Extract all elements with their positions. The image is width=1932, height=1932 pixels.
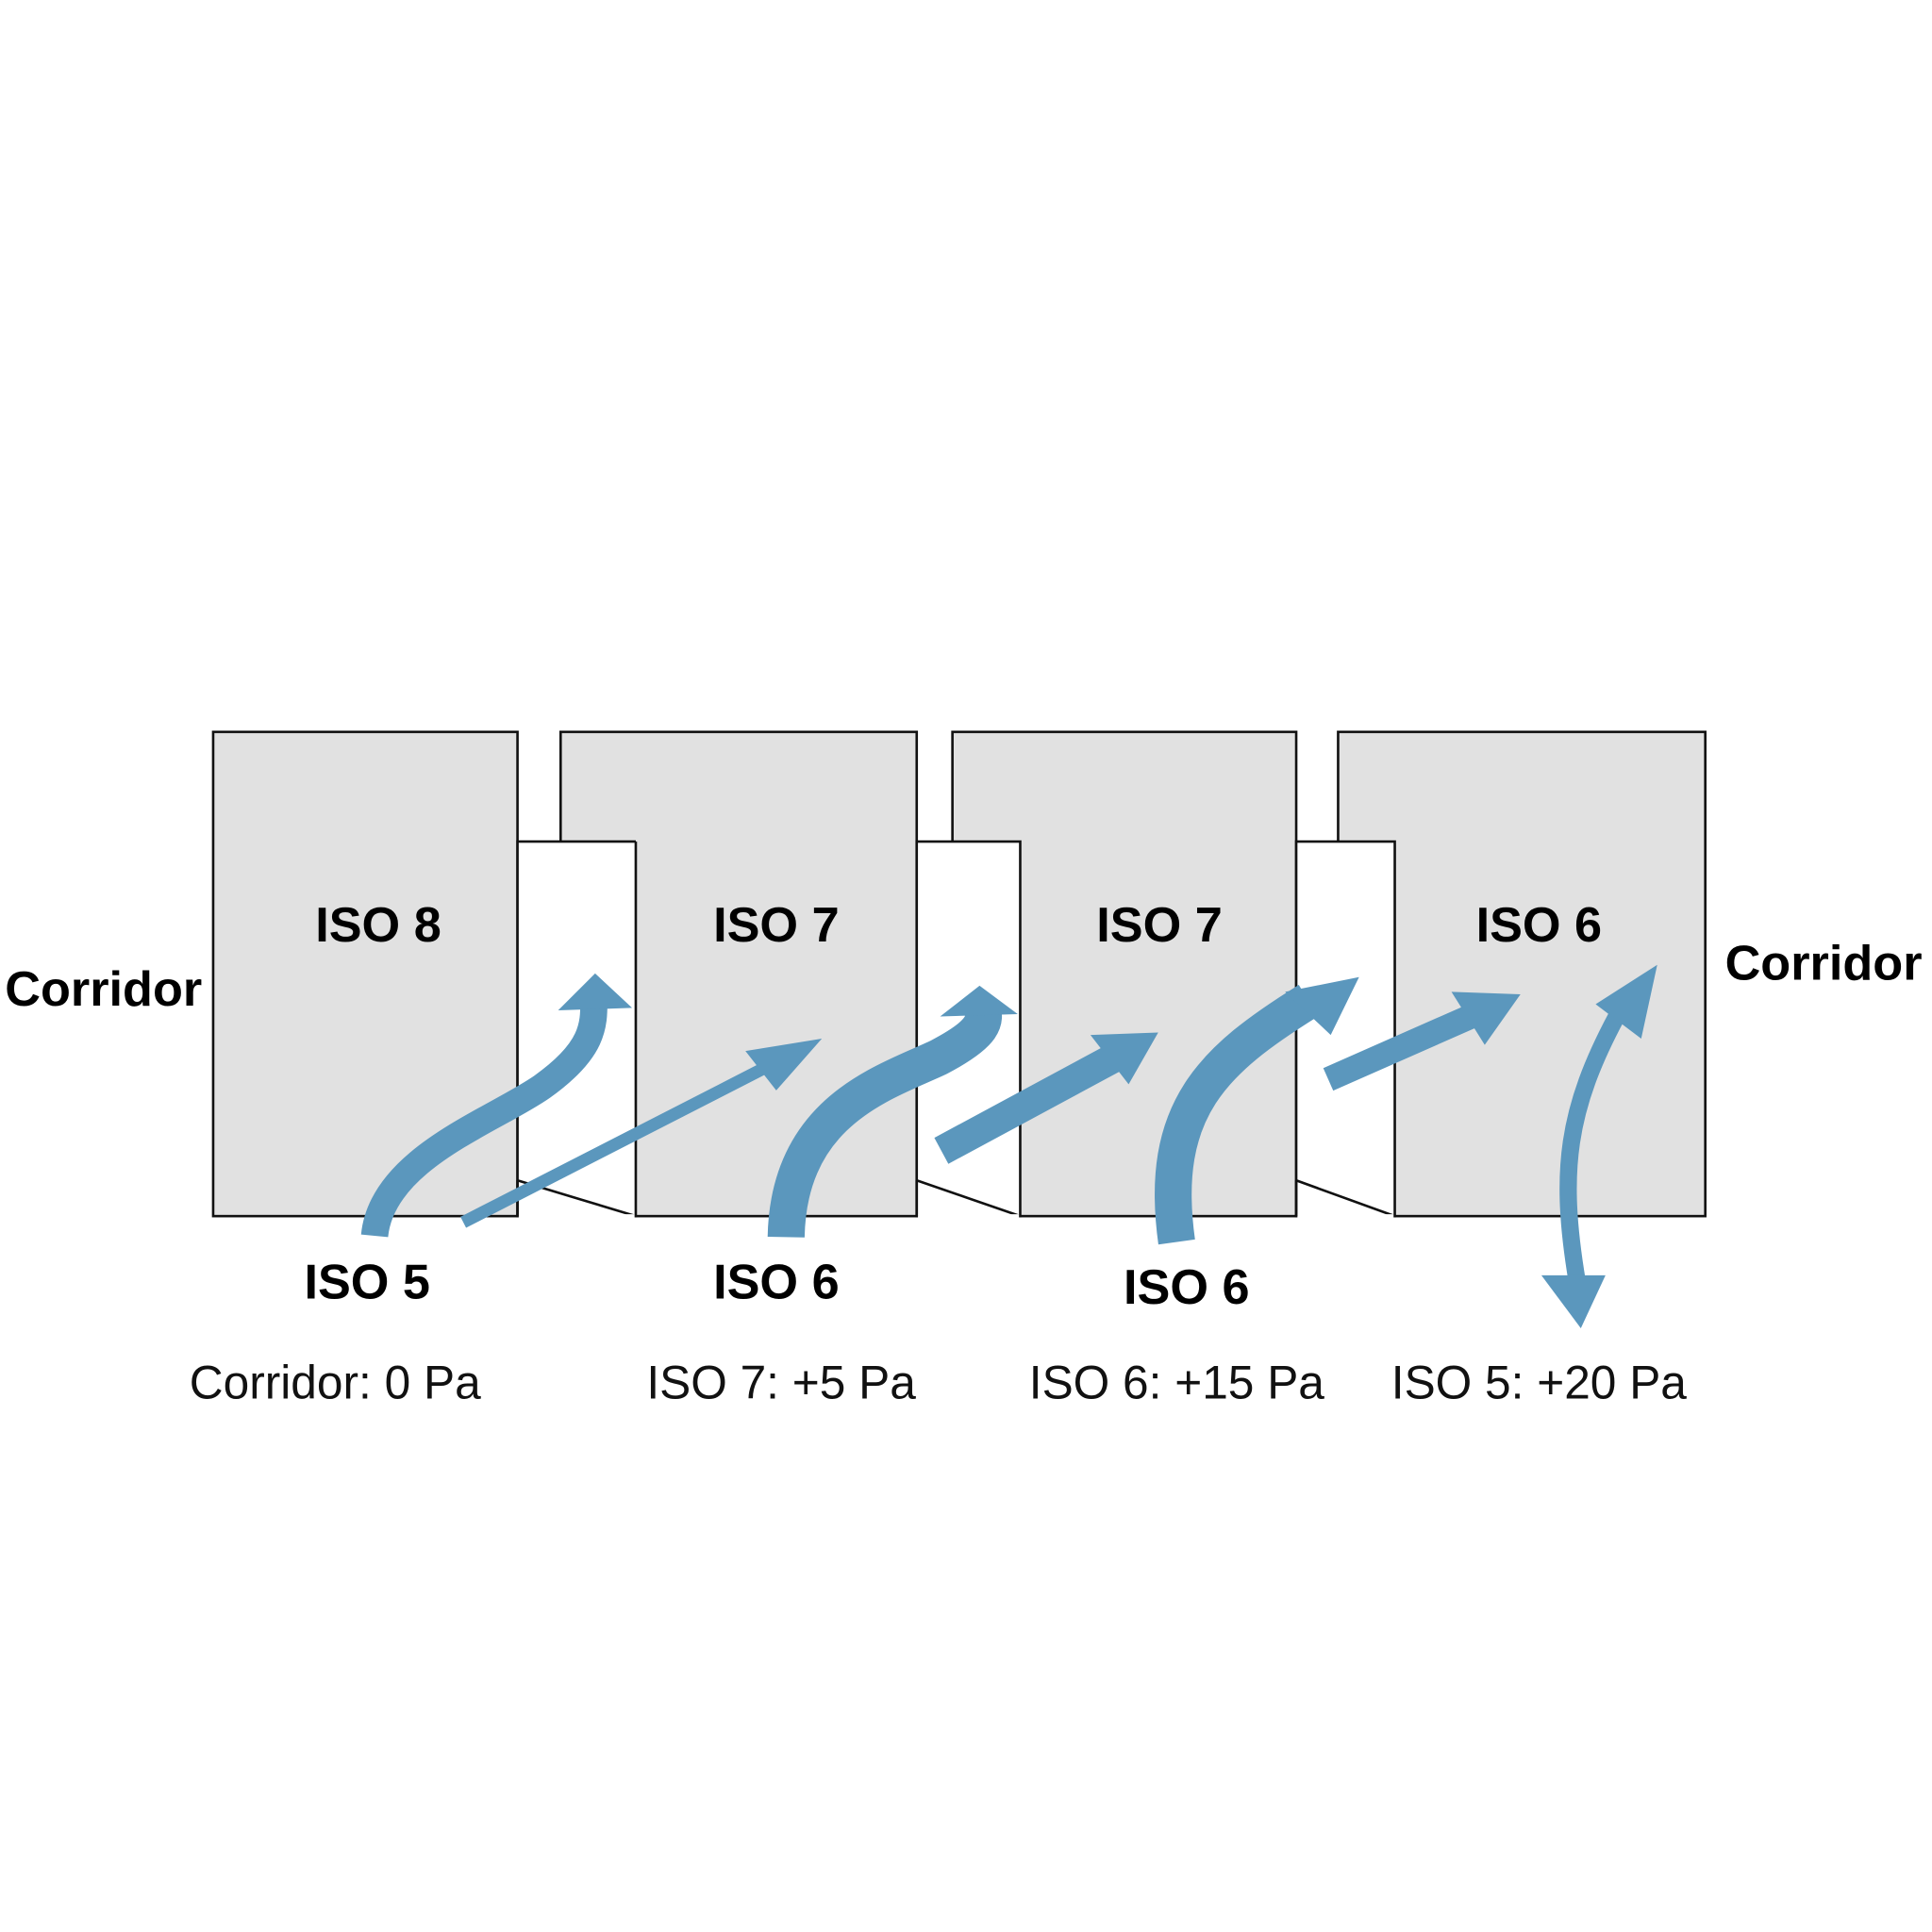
arrow-straight-2: [934, 1043, 1123, 1164]
room-label: ISO 7: [1096, 898, 1223, 953]
anteroom-3-floor-edge: [1295, 1179, 1395, 1218]
pressure-label: ISO 5: +20 Pa: [1391, 1356, 1688, 1408]
room-iso8: [211, 730, 519, 1218]
bottom-label: ISO 5: [304, 1256, 430, 1310]
bottom-label: ISO 6: [713, 1256, 840, 1310]
airflow-arrows: [360, 964, 1657, 1328]
arrow-head-icon: [1090, 1032, 1158, 1085]
arrow-straight-1: [460, 1061, 770, 1228]
anteroom-2-floor-edge: [916, 1179, 1021, 1218]
corridor-right-label: Corridor: [1725, 936, 1923, 991]
arrow-curved-1: [360, 1000, 608, 1239]
corridor-left-label: Corridor: [5, 962, 202, 1017]
anteroom-1: [516, 840, 638, 1218]
room-label: ISO 7: [713, 898, 840, 953]
room-label: ISO 8: [315, 898, 441, 953]
arrow-head-icon: [558, 973, 633, 1011]
pressure-label: ISO 7: +5 Pa: [646, 1356, 916, 1408]
pressure-label: Corridor: 0 Pa: [190, 1356, 481, 1408]
arrow-double: [1559, 1012, 1624, 1283]
arrow-head-icon: [1451, 991, 1521, 1045]
room-label: ISO 6: [1476, 898, 1603, 953]
pressure-label: ISO 6: +15 Pa: [1029, 1356, 1325, 1408]
anteroom-3: [1294, 840, 1396, 1218]
arrow-head-icon: [745, 1039, 823, 1091]
bottom-label: ISO 6: [1124, 1260, 1250, 1315]
arrow-head-icon: [1595, 964, 1657, 1040]
arrow-head-icon: [1285, 976, 1359, 1036]
arrow-head-icon: [940, 985, 1018, 1017]
arrow-curved-2: [767, 1002, 1003, 1239]
arrow-curved-3: [1155, 984, 1319, 1245]
arrow-head-icon: [1541, 1274, 1606, 1328]
arrow-straight-3: [1323, 999, 1491, 1091]
